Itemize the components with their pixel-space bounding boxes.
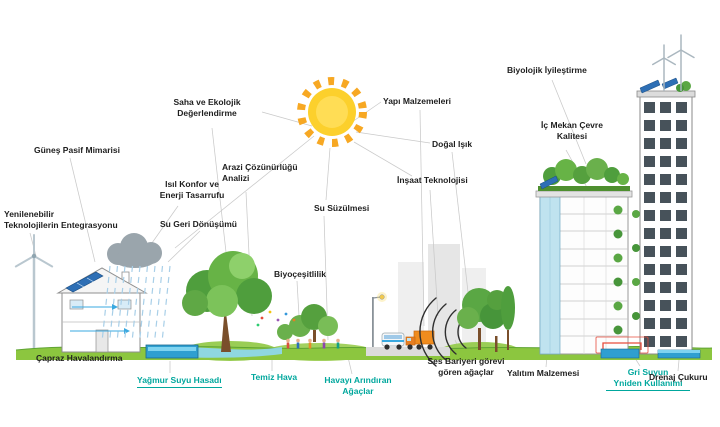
- label-su-geri-donusumu: Su Geri Dönüşümü: [160, 219, 237, 229]
- label-ses-bariyeri-agaclar: Ses Bariyeri görevi gören ağaçlar: [427, 356, 505, 378]
- label-yalitim-malzemesi: Yalıtım Malzemesi: [507, 368, 580, 378]
- house-illustration: [56, 267, 148, 353]
- label-isil-konfor-enerji-tasarrufu: Isıl Konfor ve Enerji Tasarrufu: [159, 179, 225, 201]
- greywater-pipe-icon: [595, 336, 649, 359]
- cutaway-building-illustration: [535, 158, 633, 355]
- label-biyolojik-iyilestirme: Biyolojik İyileştirme: [507, 65, 587, 75]
- label-capraz-havalandirma: Çapraz Havalandırma: [36, 353, 123, 363]
- biodiversity-dots: [256, 310, 296, 327]
- drainage-pit-icon: [657, 349, 701, 359]
- label-saha-ekolojik-degerlendirme: Saha ve Ekolojik Değerlendirme: [173, 97, 241, 119]
- house-solar-panel-icon: [65, 271, 104, 293]
- rooftop-solar-panel-icon: [639, 79, 661, 94]
- street-lamp-icon: [372, 292, 387, 347]
- bus-icon: [381, 332, 405, 350]
- roadside-trees-icon: [457, 286, 515, 352]
- label-yenilenebilir-teknolojiler: Yenilenebilir Teknolojilerin Entegrasyon…: [4, 209, 118, 231]
- roof-solar-panel-icon: [539, 175, 559, 190]
- label-drenaj-cukuru: Drenaj Çukuru: [649, 372, 708, 382]
- rooftop-wind-turbines-icon: [651, 34, 695, 91]
- wind-turbine-left-icon: [14, 234, 54, 348]
- label-su-suzulmesi: Su Süzülmesi: [314, 203, 370, 213]
- window: [117, 299, 132, 310]
- label-yapi-malzemeleri: Yapı Malzemeleri: [383, 96, 452, 106]
- green-wall-icon: [613, 205, 623, 335]
- rainwater-basin: [145, 344, 199, 359]
- big-tree-icon: [182, 251, 272, 352]
- label-dogal-isik: Doğal Işık: [432, 139, 473, 149]
- label-arazi-cozunurlugu-analizi: Arazi Çözünürlüğü Analizi: [222, 162, 298, 184]
- label-insaat-teknolojisi: İnşaat Teknolojisi: [397, 175, 468, 185]
- bushes: [277, 304, 338, 342]
- green-roof: [538, 186, 630, 191]
- truck-icon: [405, 330, 435, 350]
- balcony-plants-icon: [632, 210, 640, 320]
- rain: [101, 265, 171, 343]
- highrise-building-illustration: [632, 34, 696, 355]
- rain-cloud-icon: [107, 233, 162, 268]
- label-gri-suyun-kullanimi: Gri Suyun Yniden Kullanımı: [606, 367, 690, 392]
- road: [366, 347, 450, 356]
- people-figures: [286, 338, 340, 349]
- door: [95, 329, 109, 353]
- sun-icon: [297, 77, 367, 147]
- label-gunes-pasif-mimarisi: Güneş Pasif Mimarisi: [34, 145, 120, 155]
- label-temiz-hava: Temiz Hava: [251, 372, 298, 382]
- label-yagmur-suyu-hasadi: Yağmur Suyu Hasadı: [137, 375, 222, 389]
- window: [69, 299, 84, 310]
- roof-trees-icon: [543, 158, 629, 185]
- label-havayi-arindiran-agaclar: Havayı Arındıran Ağaçlar: [324, 375, 392, 397]
- label-biyocesitlilik: Biyoçeşitlilik: [274, 269, 326, 279]
- label-ic-mekan-cevre-kalitesi: İç Mekan Çevre Kalitesi: [541, 120, 603, 142]
- window-grid: [644, 102, 689, 350]
